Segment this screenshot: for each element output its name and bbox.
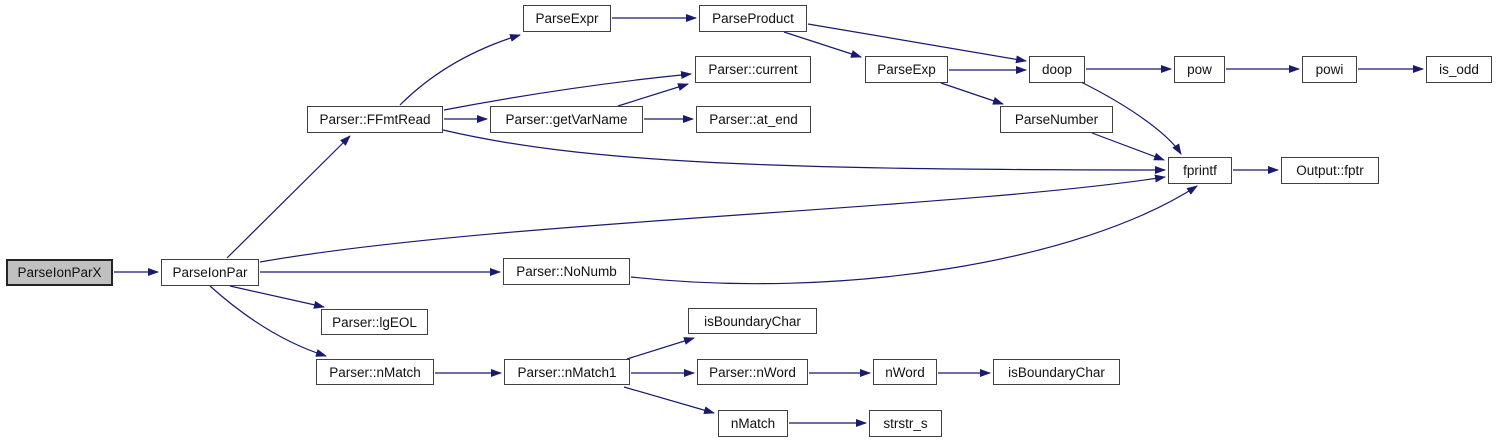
node-label: Parser::nMatch: [329, 364, 421, 380]
node-label: Parser::FFmtRead: [319, 112, 431, 127]
node-label: ParseExpr: [535, 11, 599, 26]
node-label: ParseProduct: [712, 11, 794, 26]
node-strstr-s[interactable]: strstr_s: [869, 410, 942, 437]
node-label: ParseNumber: [1014, 112, 1099, 127]
edge-parse-ion-par-to-fprintf: [259, 174, 1166, 263]
node-at-end[interactable]: Parser::at_end: [696, 106, 811, 133]
node-label: Parser::lgEOL: [332, 314, 417, 330]
node-parser-current[interactable]: Parser::current: [695, 56, 811, 83]
node-parse-product[interactable]: ParseProduct: [699, 5, 807, 32]
node-label: nMatch: [730, 416, 776, 431]
edge-ffmt-read-to-parser-current: [443, 71, 692, 111]
edge-no-numb-to-fprintf: [630, 185, 1198, 285]
node-is-boundary-char-1[interactable]: isBoundaryChar: [688, 308, 817, 334]
node-label: Parser::nMatch1: [517, 364, 617, 380]
edge-parse-number-to-fprintf: [1091, 132, 1165, 161]
node-label: Parser::nWord: [709, 364, 796, 380]
node-output-fptr[interactable]: Output::fptr: [1281, 157, 1379, 184]
edge-n-match1-to-n-match-func: [623, 386, 715, 415]
node-parse-ion-par-x: ParseIonParX: [6, 259, 113, 286]
node-is-boundary-char-2[interactable]: isBoundaryChar: [993, 359, 1120, 385]
node-n-word[interactable]: nWord: [873, 359, 937, 385]
node-label: powi: [1315, 62, 1344, 77]
node-parse-exp[interactable]: ParseExp: [865, 56, 948, 83]
node-n-match-method[interactable]: Parser::nMatch: [316, 359, 434, 385]
node-label: strstr_s: [883, 416, 928, 431]
node-n-word-method[interactable]: Parser::nWord: [697, 359, 808, 385]
node-label: Output::fptr: [1296, 163, 1364, 178]
edge-parse-ion-par-to-n-match-method: [209, 285, 327, 357]
node-get-var-name[interactable]: Parser::getVarName: [490, 106, 643, 133]
edge-n-match1-to-is-boundary-char-1: [626, 337, 695, 360]
edge-parse-product-to-parse-exp: [783, 31, 862, 58]
edge-doop-to-fprintf: [1080, 81, 1182, 155]
node-parse-ion-par[interactable]: ParseIonPar: [161, 259, 259, 286]
node-n-match-func[interactable]: nMatch: [718, 410, 788, 437]
node-label: fprintf: [1183, 163, 1217, 178]
edge-parse-ion-par-to-ffmt-read: [226, 135, 351, 259]
node-label: is_odd: [1439, 62, 1479, 77]
node-label: isBoundaryChar: [704, 313, 801, 329]
node-label: Parser::current: [708, 62, 798, 77]
node-n-match1[interactable]: Parser::nMatch1: [504, 359, 630, 385]
edge-parse-product-to-doop: [807, 23, 1027, 64]
node-parse-number[interactable]: ParseNumber: [1000, 106, 1113, 133]
node-fprintf[interactable]: fprintf: [1168, 157, 1232, 184]
node-label: pow: [1187, 62, 1212, 77]
node-ffmt-read[interactable]: Parser::FFmtRead: [307, 106, 443, 133]
edge-ffmt-read-to-parse-expr: [399, 34, 521, 106]
node-pow[interactable]: pow: [1174, 56, 1225, 83]
edge-parse-ion-par-to-lg-eol: [229, 285, 325, 309]
node-label: Parser::getVarName: [505, 112, 628, 127]
node-label: ParseIonParX: [17, 265, 102, 280]
node-label: doop: [1041, 62, 1073, 77]
node-label: Parser::NoNumb: [516, 264, 617, 279]
node-doop[interactable]: doop: [1029, 56, 1085, 83]
edge-get-var-name-to-parser-current: [617, 83, 689, 107]
node-lg-eol[interactable]: Parser::lgEOL: [321, 309, 428, 335]
edge-parse-exp-to-parse-number: [940, 82, 1004, 105]
node-label: nWord: [885, 364, 925, 380]
node-label: isBoundaryChar: [1008, 364, 1105, 380]
edge-ffmt-read-to-fprintf: [442, 129, 1166, 174]
node-powi[interactable]: powi: [1302, 56, 1357, 83]
node-no-numb[interactable]: Parser::NoNumb: [503, 258, 630, 285]
node-label: ParseIonPar: [172, 265, 248, 280]
node-is-odd[interactable]: is_odd: [1426, 56, 1492, 83]
node-parse-expr[interactable]: ParseExpr: [523, 5, 611, 32]
node-label: ParseExp: [877, 62, 936, 77]
node-label: Parser::at_end: [709, 112, 798, 127]
